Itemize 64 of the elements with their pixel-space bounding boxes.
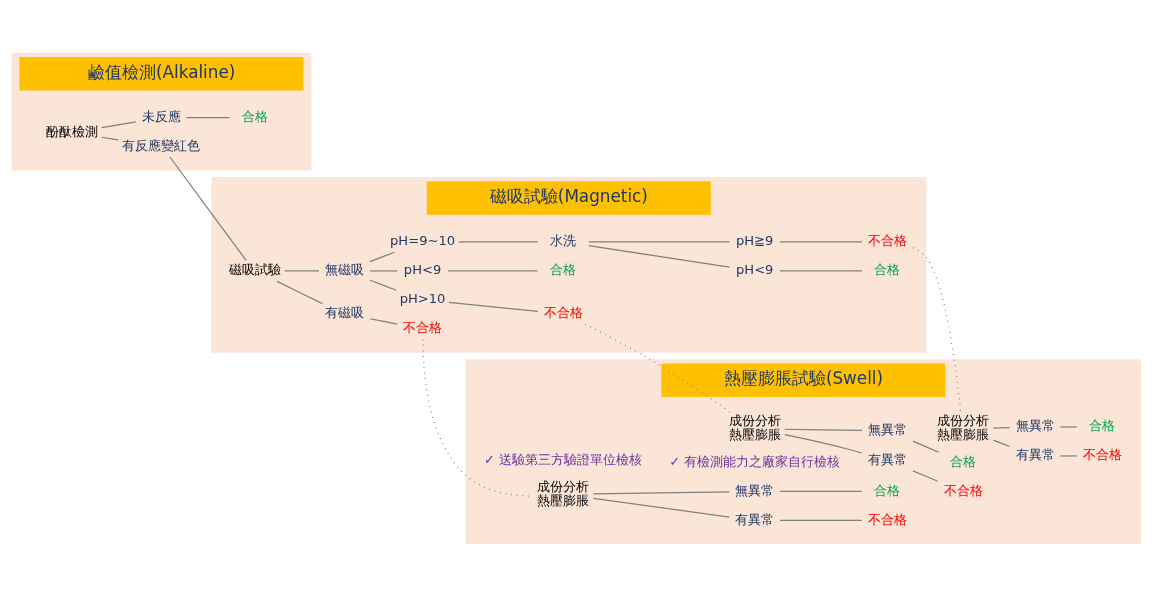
node-text: 合格 [241,109,268,125]
node-text: pH<9 [736,262,774,278]
node-text: 不合格 [403,320,443,336]
connector [101,121,137,129]
node-text: 有磁吸 [325,305,365,321]
connector [779,490,863,493]
node-text: 無異常 [1015,418,1055,434]
node-text: pH<9 [403,262,442,278]
node-text: 不合格 [867,511,907,527]
node-text: 無異常 [867,422,907,438]
node-text: 不合格 [943,482,983,498]
connector [186,117,231,119]
node-text: 酚酞檢測 [45,124,98,140]
connector [779,519,863,522]
connector [992,439,1011,448]
label: ✓ 送驗第三方驗證單位檢核 [484,452,643,468]
connector [276,280,324,305]
node-text: 有異常 [1015,447,1055,463]
connector [458,241,539,243]
label: ✓ 有檢測能力之廠家自行檢核 [669,453,841,469]
node-text: 無磁吸 [325,262,365,278]
node-text: pH≧9 [736,233,774,249]
node-text: 成份分析 熱壓膨脹 [937,413,990,443]
node-text: 不合格 [867,233,907,249]
node-text: 合格 [874,482,901,498]
node-text: 水洗 [550,233,577,249]
connector [369,251,396,263]
node-text: 不合格 [1082,447,1122,463]
connector [779,270,863,272]
connector [784,428,863,431]
node-text: 無異常 [735,482,775,498]
node-text: 有反應變紅色 [122,138,201,154]
connector [587,241,731,243]
node-text: pH>10 [399,291,446,307]
connector [169,156,247,261]
connector [369,279,397,291]
connector [912,470,939,482]
node-text: 成份分析 熱壓膨脹 [537,478,590,508]
node-text: 有異常 [867,452,907,468]
connector [101,136,119,141]
node-text: 未反應 [141,109,181,125]
connector [1059,455,1078,457]
connector [912,440,940,453]
connector [592,497,730,518]
node-text: 合格 [1089,418,1116,434]
node-text: 成份分析 熱壓膨脹 [728,413,781,443]
connector [448,301,539,313]
connector [369,318,398,325]
node-text: pH=9~10 [390,233,456,249]
node-text: 合格 [550,262,577,278]
node-text: 合格 [874,262,901,278]
connector [587,245,731,268]
connector [284,270,320,272]
node-text: 有異常 [735,511,775,527]
node-text: 合格 [950,453,977,469]
connector [784,434,863,454]
node-text: 不合格 [543,305,583,321]
node-text: 磁吸試驗 [228,262,281,278]
connector [447,270,539,272]
connector [992,427,1011,429]
connector [592,491,730,495]
connector [369,270,398,272]
connector [779,241,863,243]
connector [1059,426,1078,428]
